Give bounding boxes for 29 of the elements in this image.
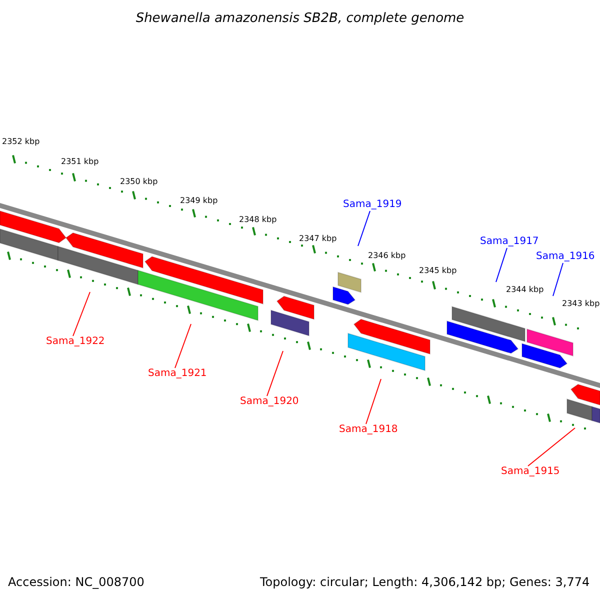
gene-label: Sama_1918: [339, 425, 398, 435]
leader-line: [366, 378, 382, 424]
chart-title: Shewanella amazonensis SB2B, complete genome: [134, 12, 466, 25]
scale-label: 2348 kbp: [239, 216, 277, 224]
leader-line: [358, 210, 370, 246]
gene-label: Sama_1915: [501, 467, 560, 477]
scale-label: 2347 kbp: [299, 235, 337, 243]
scale-label: 2343 kbp: [562, 300, 600, 308]
gene-label: Sama_1920: [240, 397, 299, 407]
leader-line: [528, 428, 576, 466]
gene-label: Sama_1917: [480, 237, 539, 247]
leader-line: [174, 324, 192, 368]
gene-label: Sama_1919: [343, 200, 402, 210]
gene-label: Sama_1916: [536, 252, 595, 262]
gene-label: Sama_1922: [46, 337, 105, 347]
leader-line: [72, 292, 90, 336]
scale-label: 2350 kbp: [120, 178, 158, 186]
scale-label: 2345 kbp: [419, 267, 457, 275]
leader-line: [266, 350, 284, 396]
footer-text: Topology: circular; Length: 4,306,142 bp; Genes: 3,774: [260, 576, 590, 588]
scale-label: 2352 kbp: [2, 138, 40, 146]
scale-label: 2346 kbp: [368, 252, 406, 260]
leader-line: [496, 248, 508, 282]
leader-line: [552, 262, 564, 296]
scale-label: 2351 kbp: [61, 158, 99, 166]
scale-label: 2344 kbp: [506, 286, 544, 294]
footer-text: Accession: NC_008700: [8, 576, 144, 588]
scale-label: 2349 kbp: [180, 197, 218, 205]
gene-label: Sama_1921: [148, 369, 207, 379]
